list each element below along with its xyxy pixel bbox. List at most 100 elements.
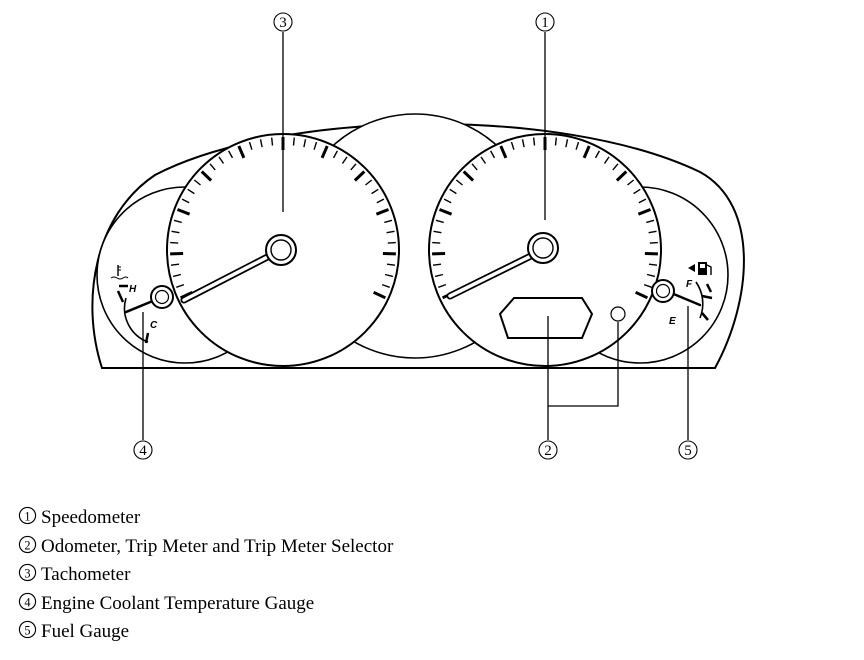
major-tick bbox=[582, 145, 591, 159]
minor-tick bbox=[638, 198, 647, 204]
major-tick bbox=[372, 290, 387, 300]
minor-tick bbox=[612, 163, 619, 171]
trip-meter-selector[interactable] bbox=[610, 306, 626, 322]
major-tick bbox=[320, 145, 329, 159]
major-tick bbox=[176, 208, 191, 216]
legend-number-1: 1 bbox=[18, 506, 37, 525]
major-tick bbox=[637, 208, 652, 216]
legend-item-speedometer: 1 Speedometer bbox=[18, 504, 838, 533]
svg-text:4: 4 bbox=[24, 595, 30, 609]
svg-text:3: 3 bbox=[279, 15, 287, 31]
minor-tick bbox=[350, 163, 357, 171]
minor-tick bbox=[533, 137, 536, 146]
minor-tick bbox=[181, 198, 190, 204]
minor-tick bbox=[341, 156, 348, 164]
svg-text:5: 5 bbox=[24, 623, 30, 637]
minor-tick bbox=[332, 150, 339, 159]
minor-tick bbox=[387, 241, 396, 244]
minor-tick bbox=[646, 273, 656, 278]
minor-tick bbox=[365, 179, 373, 186]
minor-tick bbox=[510, 141, 515, 150]
minor-tick bbox=[209, 163, 216, 171]
minor-tick bbox=[173, 219, 182, 224]
minor-tick bbox=[303, 139, 307, 148]
minor-tick bbox=[434, 273, 444, 278]
coolant-hot-label: H bbox=[129, 284, 137, 295]
minor-tick bbox=[433, 230, 442, 234]
minor-tick bbox=[480, 156, 487, 164]
legend-text-coolant: Engine Coolant Temperature Gauge bbox=[41, 592, 315, 614]
minor-tick bbox=[455, 179, 463, 186]
minor-tick bbox=[471, 163, 478, 171]
speedometer-dial bbox=[428, 133, 662, 367]
minor-tick bbox=[271, 137, 274, 146]
minor-tick bbox=[171, 230, 180, 234]
minor-tick bbox=[176, 283, 185, 288]
minor-tick bbox=[649, 241, 658, 244]
major-tick bbox=[237, 145, 246, 159]
legend-number-3: 3 bbox=[18, 563, 37, 582]
fuel-pump-icon bbox=[688, 262, 712, 275]
minor-tick bbox=[381, 283, 390, 288]
minor-tick bbox=[170, 263, 180, 266]
minor-tick bbox=[259, 139, 263, 148]
minor-tick bbox=[489, 150, 496, 159]
major-tick bbox=[200, 170, 213, 182]
legend-number-4: 4 bbox=[18, 592, 37, 610]
svg-text:1: 1 bbox=[24, 509, 30, 523]
legend-number-2: 2 bbox=[18, 535, 37, 553]
legend-item-odometer: 2 Odometer, Trip Meter and Trip Meter Se… bbox=[18, 533, 838, 562]
legend-item-tachometer: 3 Tachometer bbox=[18, 561, 838, 590]
minor-tick bbox=[648, 230, 657, 234]
odometer-display bbox=[498, 297, 594, 339]
minor-tick bbox=[646, 219, 655, 224]
minor-tick bbox=[432, 241, 441, 244]
parts-legend: 1 Speedometer 2 Odometer, Trip Meter and… bbox=[18, 504, 838, 647]
major-tick bbox=[462, 170, 475, 182]
fuel-gauge: F E bbox=[651, 262, 713, 327]
fuel-full-label: F bbox=[686, 279, 693, 290]
svg-text:1: 1 bbox=[541, 15, 549, 31]
svg-text:2: 2 bbox=[24, 538, 30, 552]
callout-5: 5 bbox=[678, 440, 698, 460]
legend-item-fuel: 5 Fuel Gauge bbox=[18, 618, 838, 647]
minor-tick bbox=[193, 179, 201, 186]
speedometer-tick-marks bbox=[432, 137, 658, 300]
minor-tick bbox=[438, 283, 447, 288]
svg-text:2: 2 bbox=[544, 443, 552, 459]
minor-tick bbox=[565, 139, 569, 148]
minor-tick bbox=[248, 141, 253, 150]
coolant-cold-label: C bbox=[150, 320, 158, 331]
legend-item-coolant: 4 Engine Coolant Temperature Gauge bbox=[18, 590, 838, 619]
minor-tick bbox=[313, 141, 318, 150]
minor-tick bbox=[292, 137, 295, 146]
minor-tick bbox=[371, 188, 379, 195]
minor-tick bbox=[443, 198, 452, 204]
major-tick bbox=[615, 170, 628, 182]
minor-tick bbox=[521, 139, 525, 148]
legend-text-odometer: Odometer, Trip Meter and Trip Meter Sele… bbox=[41, 535, 394, 557]
minor-tick bbox=[376, 198, 385, 204]
minor-tick bbox=[449, 188, 457, 195]
minor-tick bbox=[633, 188, 641, 195]
minor-tick bbox=[170, 241, 179, 244]
minor-tick bbox=[435, 219, 444, 224]
major-tick bbox=[375, 208, 390, 216]
minor-tick bbox=[218, 156, 225, 164]
major-tick bbox=[438, 208, 453, 216]
minor-tick bbox=[386, 263, 396, 266]
instrument-cluster-diagram: H C F E 1 3 4 bbox=[91, 12, 745, 460]
minor-tick bbox=[627, 179, 635, 186]
callout-2: 2 bbox=[538, 440, 558, 460]
legend-number-5: 5 bbox=[18, 620, 37, 639]
svg-text:3: 3 bbox=[24, 566, 30, 580]
major-tick bbox=[353, 170, 366, 182]
minor-tick bbox=[386, 230, 395, 234]
legend-text-fuel: Fuel Gauge bbox=[41, 621, 130, 642]
minor-tick bbox=[603, 156, 610, 164]
callout-3: 3 bbox=[273, 12, 293, 32]
svg-text:4: 4 bbox=[139, 443, 147, 459]
legend-text-speedometer: Speedometer bbox=[41, 507, 141, 528]
minor-tick bbox=[172, 273, 182, 278]
minor-tick bbox=[575, 141, 580, 150]
